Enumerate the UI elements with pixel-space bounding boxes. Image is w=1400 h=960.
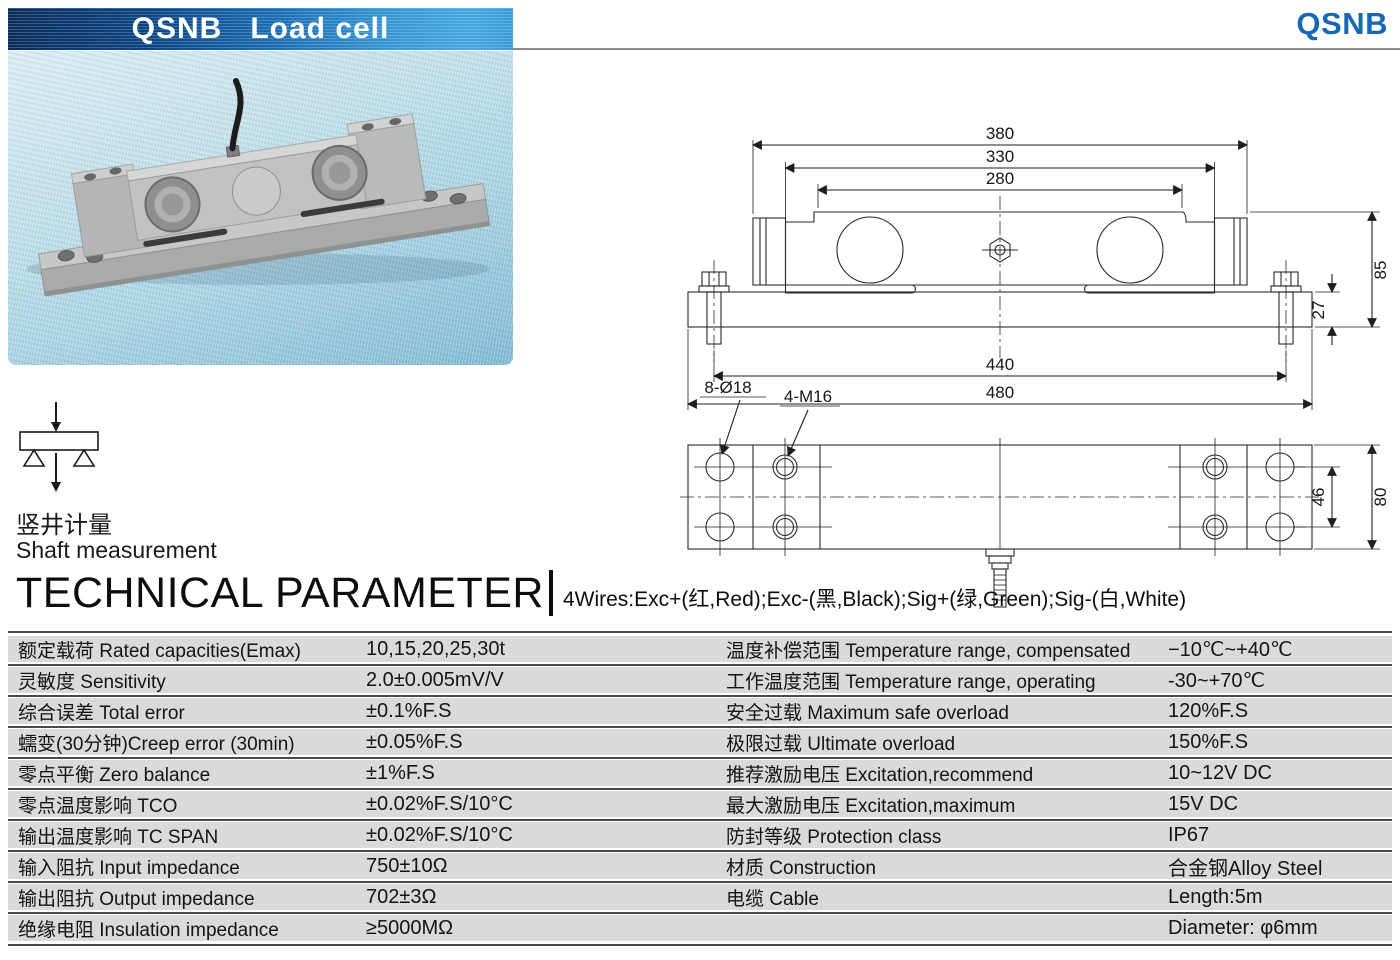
table-cell-param_left: 灵敏度 Sensitivity: [18, 671, 166, 693]
table-cell-value_left: 750±10Ω: [366, 854, 448, 877]
dim-85: 85: [1371, 261, 1390, 280]
table-cell-param_left: 绝缘电阻 Insulation impedance: [18, 919, 279, 941]
title-divider: [548, 570, 553, 616]
table-cell-param_right: 工作温度范围 Temperature range, operating: [726, 671, 1096, 693]
load-cell-photo-art: [26, 77, 491, 297]
anchor-bolt-right: [1270, 260, 1302, 362]
table-cell-value_right: 合金钢Alloy Steel: [1168, 857, 1323, 880]
dim-480: 480: [986, 383, 1014, 402]
table-cell-param_right: 推荐激励电压 Excitation,recommend: [726, 764, 1034, 786]
table-cell-value_left: ±0.02%F.S/10°C: [366, 823, 513, 846]
table-cell-value_right: IP67: [1168, 823, 1210, 846]
shaft-measurement-icon: [12, 398, 112, 503]
section-title: TECHNICAL PARAMETER: [16, 568, 544, 617]
application-label-en: Shaft measurement: [16, 537, 217, 563]
dim-440: 440: [986, 355, 1014, 374]
table-row: 绝缘电阻 Insulation impedance ≥5000MΩ Diameter…: [8, 915, 1392, 941]
table-cell-param_right: 电缆 Cable: [726, 888, 819, 910]
table-cell-param_left: 零点温度影响 TCO: [18, 795, 178, 817]
table-cell-value_left: 2.0±0.005mV/V: [366, 668, 504, 691]
table-cell-value_right: −10℃~+40℃: [1168, 638, 1293, 661]
dim-280: 280: [986, 169, 1014, 188]
dim-27: 27: [1309, 301, 1328, 320]
table-cell-value_left: ±0.1%F.S: [366, 699, 452, 722]
table-row: 蠕变(30分钟)Creep error (30min) ±0.05%F.S 极限过载…: [8, 729, 1392, 759]
table-cell-param_right: 极限过载 Ultimate overload: [726, 733, 956, 755]
anchor-bolt-left: [698, 260, 730, 362]
table-cell-param_left: 输出温度影响 TC SPAN: [18, 826, 219, 848]
product-photo: [8, 51, 513, 365]
header-banner: QSNB Load cell: [8, 8, 513, 50]
table-cell-value_right: 120%F.S: [1168, 699, 1249, 722]
section-heading: TECHNICAL PARAMETER 4Wires:Exc+(红,Red);E…: [16, 570, 1186, 616]
brand-logo-text: QSNB: [1296, 6, 1388, 41]
label-thread-callout: 4-M16: [784, 387, 832, 406]
parameter-table: 额定载荷 Rated capacities(Emax) 10,15,20,25,3…: [8, 631, 1392, 946]
dim-46: 46: [1309, 488, 1328, 507]
table-cell-value_left: ±0.05%F.S: [366, 730, 463, 753]
table-cell-param_right: 防封等级 Protection class: [726, 826, 942, 848]
table-cell-value_right: 15V DC: [1168, 792, 1239, 815]
table-row: 输入阻抗 Input impedance 750±10Ω 材质 Constructi…: [8, 853, 1392, 883]
application-label-cn: 竖井计量: [16, 512, 112, 539]
table-row: 零点温度影响 TCO ±0.02%F.S/10°C 最大激励电压 Excitatio…: [8, 791, 1392, 821]
table-row: 输出阻抗 Output impedance 702±3Ω 电缆 Cable Lengt…: [8, 884, 1392, 914]
table-cell-param_left: 综合误差 Total error: [18, 702, 185, 724]
table-row: 输出温度影响 TC SPAN ±0.02%F.S/10°C 防封等级 Protect…: [8, 822, 1392, 852]
table-cell-value_right: 150%F.S: [1168, 730, 1249, 753]
table-cell-param_left: 零点平衡 Zero balance: [18, 764, 211, 786]
table-cell-value_left: 10,15,20,25,30t: [366, 637, 506, 660]
dim-380: 380: [986, 124, 1014, 143]
table-cell-value_left: ±1%F.S: [366, 761, 435, 784]
table-cell-value_left: 702±3Ω: [366, 885, 437, 908]
table-cell-param_left: 输出阻抗 Output impedance: [18, 888, 255, 910]
table-cell-value_right: Diameter: φ6mm: [1168, 916, 1318, 939]
technical-drawing: 380 330 280 440 480: [680, 100, 1400, 610]
table-cell-value_right: -30~+70℃: [1168, 669, 1265, 692]
table-cell-param_left: 输入阻抗 Input impedance: [18, 857, 240, 879]
dim-80: 80: [1371, 488, 1390, 507]
table-row: 额定载荷 Rated capacities(Emax) 10,15,20,25,3…: [8, 636, 1392, 666]
table-cell-param_right: 最大激励电压 Excitation,maximum: [726, 795, 1016, 817]
table-cell-value_left: ≥5000MΩ: [366, 916, 454, 939]
table-cell-value_right: 10~12V DC: [1168, 761, 1272, 784]
page-title: QSNB Load cell: [131, 12, 390, 45]
table-cell-param_right: 材质 Construction: [726, 857, 876, 879]
table-row: 零点平衡 Zero balance ±1%F.S 推荐激励电压 Excitation…: [8, 760, 1392, 790]
table-cell-param_right: 安全过载 Maximum safe overload: [726, 702, 1009, 724]
table-cell-param_right: 温度补偿范围 Temperature range, compensated: [726, 640, 1131, 662]
table-cell-value_right: Length:5m: [1168, 885, 1263, 908]
header-rule: [513, 48, 1400, 50]
table-cell-param_left: 蠕变(30分钟)Creep error (30min): [18, 733, 295, 755]
side-view-drawing: 380 330 280 440 480: [687, 124, 1390, 410]
top-view-drawing: 8-Ø18 4-M16 46 80: [680, 378, 1390, 608]
cable-gland: [985, 438, 1015, 608]
table-row: 综合误差 Total error ±0.1%F.S 安全过载 Maximum saf…: [8, 698, 1392, 728]
dim-330: 330: [986, 147, 1014, 166]
wiring-note: 4Wires:Exc+(红,Red);Exc-(黑,Black);Sig+(绿,…: [562, 588, 1187, 611]
label-hole-callout: 8-Ø18: [704, 378, 751, 397]
table-row: 灵敏度 Sensitivity 2.0±0.005mV/V 工作温度范围 Tempe…: [8, 667, 1392, 697]
table-cell-param_left: 额定载荷 Rated capacities(Emax): [18, 640, 301, 662]
table-cell-value_left: ±0.02%F.S/10°C: [366, 792, 513, 815]
